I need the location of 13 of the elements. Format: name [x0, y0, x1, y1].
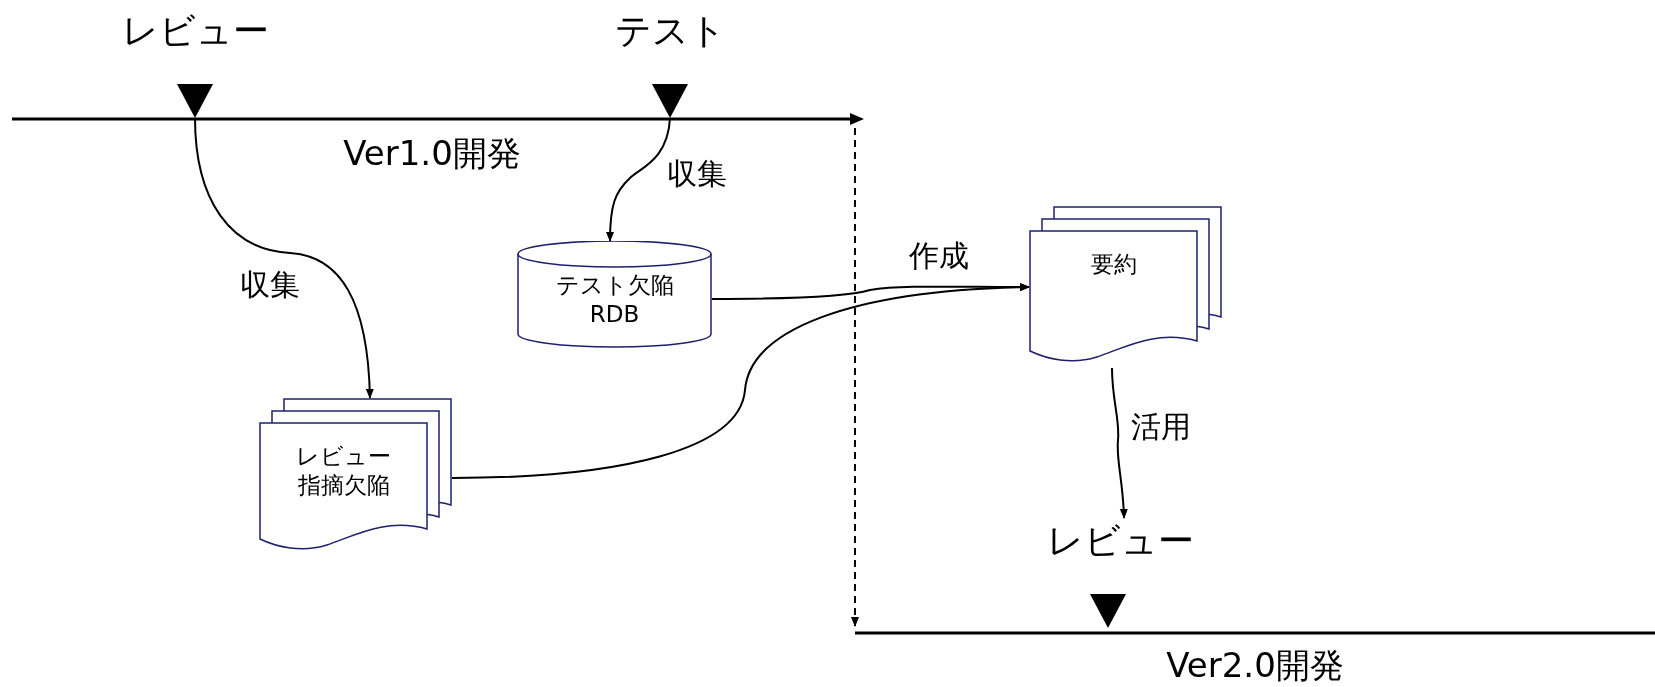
milestone-label: テスト	[614, 9, 726, 53]
phase-label: Ver1.0開発	[343, 132, 521, 175]
phase-label: Ver2.0開発	[1166, 644, 1344, 687]
document-label: レビュー指摘欠陥	[295, 442, 392, 500]
milestone-label: レビュー	[1046, 519, 1194, 563]
arrow	[1111, 367, 1128, 519]
database-label: テスト欠陥 RDB	[554, 271, 675, 329]
arrow	[194, 117, 374, 399]
arrow	[606, 117, 671, 242]
milestone-label: レビュー	[121, 9, 269, 53]
dashed-arrow	[851, 127, 859, 627]
arrow	[451, 283, 1030, 479]
document-label: 要約	[1089, 250, 1138, 279]
